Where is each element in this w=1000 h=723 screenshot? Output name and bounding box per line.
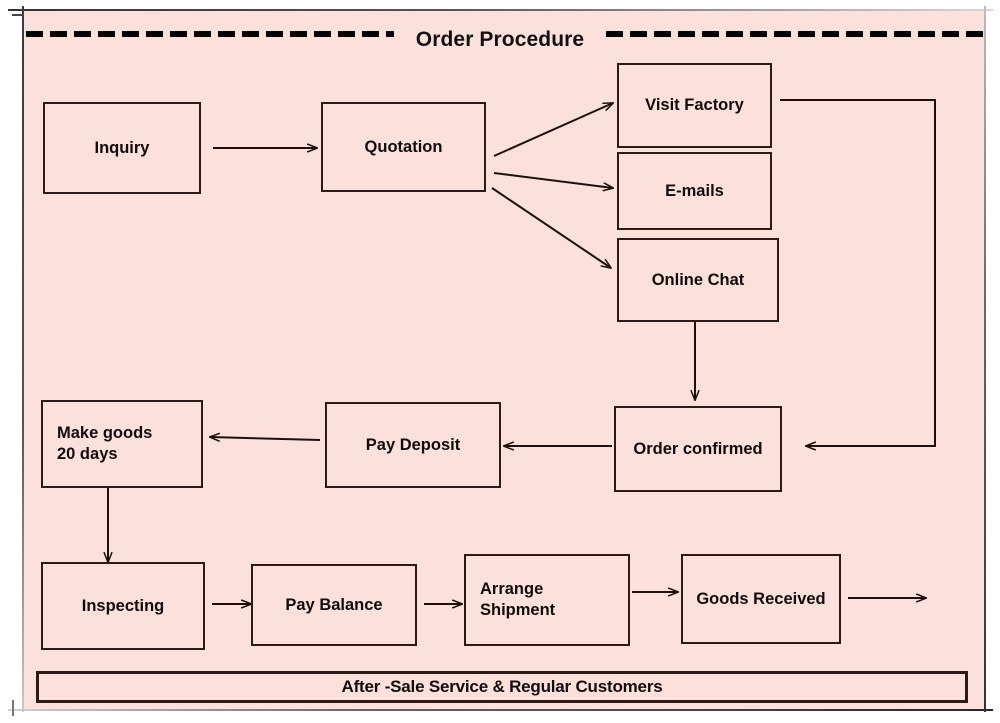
node-make-goods[interactable]: Make goods 20 days bbox=[41, 400, 203, 488]
node-goods-received-label: Goods Received bbox=[696, 589, 826, 608]
node-inspecting-label: Inspecting bbox=[81, 596, 165, 615]
node-make-goods-label: Make goods 20 days bbox=[57, 424, 153, 463]
frame-bottom-border bbox=[8, 709, 993, 711]
after-sale-service-label: After -Sale Service & Regular Customers bbox=[341, 677, 663, 696]
node-inspecting[interactable]: Inspecting bbox=[41, 562, 205, 650]
node-inquiry-label: Inquiry bbox=[94, 138, 150, 157]
node-pay-deposit-label: Pay Deposit bbox=[365, 435, 461, 454]
title-dashed-rule-right bbox=[606, 31, 988, 37]
node-order-confirmed[interactable]: Order confirmed bbox=[614, 406, 782, 492]
node-arrange-shipment[interactable]: Arrange Shipment bbox=[464, 554, 630, 646]
node-pay-balance-label: Pay Balance bbox=[285, 595, 383, 614]
node-visit-factory[interactable]: Visit Factory bbox=[617, 63, 772, 148]
node-pay-deposit[interactable]: Pay Deposit bbox=[325, 402, 501, 488]
node-quotation-label: Quotation bbox=[364, 137, 443, 156]
node-order-confirmed-label: Order confirmed bbox=[633, 439, 763, 458]
after-sale-service-banner[interactable]: After -Sale Service & Regular Customers bbox=[36, 671, 968, 703]
node-e-mails-label: E-mails bbox=[665, 181, 724, 200]
node-visit-factory-label: Visit Factory bbox=[645, 96, 744, 115]
frame-right-border bbox=[984, 6, 986, 712]
node-e-mails[interactable]: E-mails bbox=[617, 152, 772, 230]
node-arrange-shipment-label: Arrange Shipment bbox=[480, 580, 556, 619]
node-inquiry[interactable]: Inquiry bbox=[43, 102, 201, 194]
diagram-title: Order Procedure bbox=[415, 28, 585, 51]
frame-left-border bbox=[22, 6, 24, 712]
title-dashed-rule-left bbox=[26, 31, 394, 37]
frame-top-border bbox=[8, 9, 993, 11]
node-pay-balance[interactable]: Pay Balance bbox=[251, 564, 417, 646]
node-quotation[interactable]: Quotation bbox=[321, 102, 486, 192]
frame-corner-tick-bottom-left bbox=[12, 700, 14, 716]
node-goods-received[interactable]: Goods Received bbox=[681, 554, 841, 644]
node-online-chat-label: Online Chat bbox=[651, 270, 745, 289]
node-online-chat[interactable]: Online Chat bbox=[617, 238, 779, 322]
frame-corner-tick-top-left bbox=[12, 14, 28, 16]
